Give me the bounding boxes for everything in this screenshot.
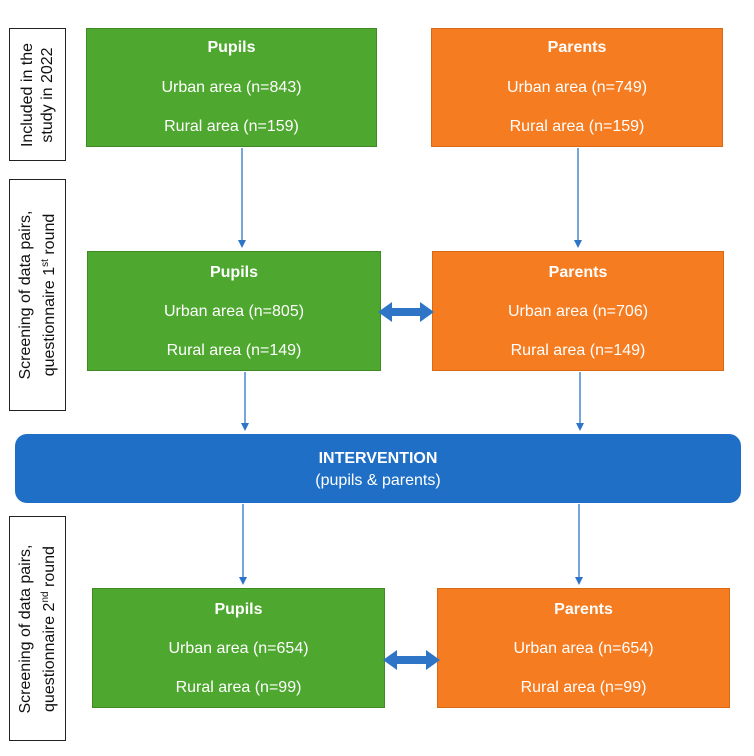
parents-title: Parents xyxy=(554,601,613,618)
stage-label-line: Screening of data pairs, xyxy=(16,544,34,713)
stage-label-line: Included in the xyxy=(18,42,36,147)
stage-label-screening-2: Screening of data pairs, questionnaire 2… xyxy=(9,516,66,741)
pupils-urban-count: Urban area (n=654) xyxy=(168,640,309,657)
ordinal-suffix: st xyxy=(39,259,51,267)
parents-title: Parents xyxy=(547,39,607,56)
parents-rural-count: Rural area (n=149) xyxy=(510,342,646,359)
stage-label-line: study in 2022 xyxy=(38,46,56,143)
parents-urban-count: Urban area (n=654) xyxy=(513,640,654,657)
pupils-urban-count: Urban area (n=805) xyxy=(163,303,305,320)
stage-label-text: questionnaire 2 xyxy=(40,602,58,712)
parents-urban-count: Urban area (n=749) xyxy=(506,78,648,96)
parents-title: Parents xyxy=(548,264,608,281)
stage-label-text: round xyxy=(40,545,58,591)
pupils-rural-count: Rural area (n=159) xyxy=(164,118,299,135)
stage-label-line: questionnaire 2nd round xyxy=(35,544,59,713)
parents-rural-count: Rural area (n=159) xyxy=(509,118,645,135)
parents-box-round-2: Parents Urban area (n=654) Rural area (n… xyxy=(437,588,730,708)
stage-label-screening-1: Screening of data pairs, questionnaire 1… xyxy=(9,179,66,411)
stage-label-line: questionnaire 1st round xyxy=(35,211,59,380)
pupils-title: Pupils xyxy=(209,264,258,281)
stage-label-text: questionnaire 1 xyxy=(40,266,58,377)
pupils-box-round-1: Pupils Urban area (n=805) Rural area (n=… xyxy=(87,251,381,371)
parents-box-round-1: Parents Urban area (n=706) Rural area (n… xyxy=(432,251,724,371)
pupils-rural-count: Rural area (n=149) xyxy=(166,342,302,359)
pupils-box-round-2: Pupils Urban area (n=654) Rural area (n=… xyxy=(92,588,385,708)
double-arrow-round-1 xyxy=(378,302,434,322)
stage-label-line: Screening of data pairs, xyxy=(16,210,34,380)
ordinal-suffix: nd xyxy=(39,590,51,603)
pupils-urban-count: Urban area (n=843) xyxy=(161,78,302,96)
intervention-title: INTERVENTION xyxy=(318,450,438,467)
stage-label-text: round xyxy=(40,213,58,260)
parents-urban-count: Urban area (n=706) xyxy=(507,303,649,320)
intervention-banner: INTERVENTION (pupils & parents) xyxy=(15,434,741,503)
pupils-rural-count: Rural area (n=99) xyxy=(175,679,302,696)
stage-label-included: Included in the study in 2022 xyxy=(9,28,66,161)
double-arrow-round-2 xyxy=(383,650,440,670)
pupils-box-included: Pupils Urban area (n=843) Rural area (n=… xyxy=(86,28,377,147)
parents-rural-count: Rural area (n=99) xyxy=(520,679,647,696)
intervention-subtitle: (pupils & parents) xyxy=(315,472,441,489)
parents-box-included: Parents Urban area (n=749) Rural area (n… xyxy=(431,28,723,147)
pupils-title: Pupils xyxy=(214,601,263,618)
pupils-title: Pupils xyxy=(207,39,256,56)
